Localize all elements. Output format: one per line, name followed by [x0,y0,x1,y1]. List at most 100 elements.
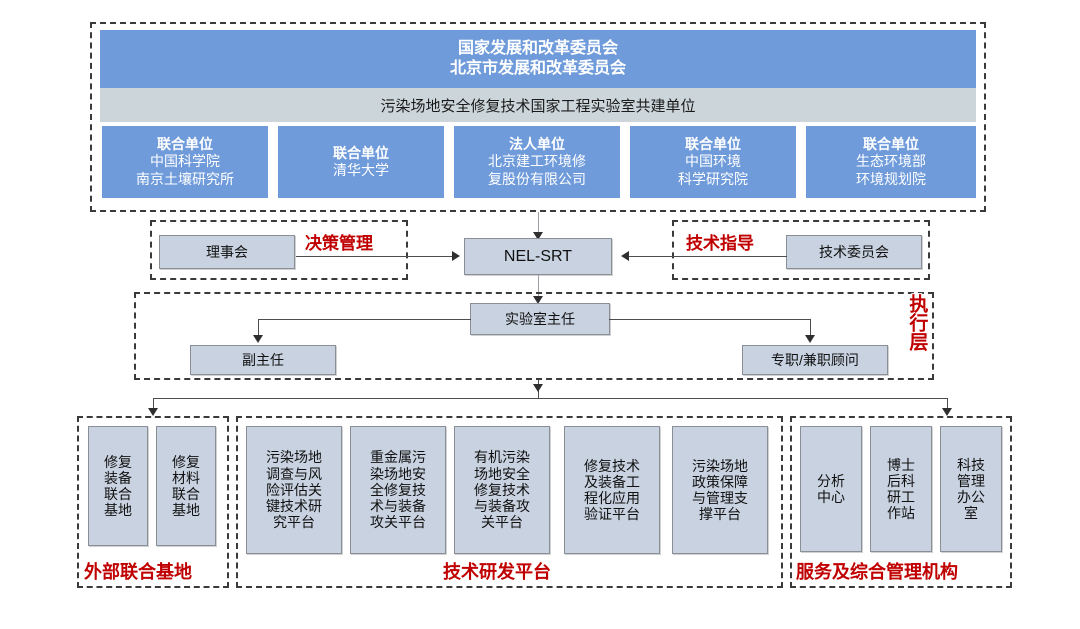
service-unit-item-3-line4: 室 [964,505,978,522]
external-base-item-2-line2: 材料 [172,469,200,486]
partner-unit-3-name-line2: 复股份有限公司 [488,170,586,187]
partner-unit-5[interactable]: 联合单位 生态环境部 环境规划院 [806,126,976,198]
bus-drop-right [947,398,948,410]
service-unit-item-1[interactable]: 分析 中心 [800,426,862,552]
lab-director-label: 实验室主任 [505,310,575,327]
connector-nelsrt-to-executive [538,275,539,298]
rd-platform-item-5-line4: 撑平台 [699,506,741,523]
service-unit-item-1-line2: 中心 [817,489,845,505]
distribution-bus [153,398,948,399]
external-base-item-1[interactable]: 修复 装备 联合 基地 [88,426,148,546]
connector-director-to-advisor-drop [810,319,811,337]
decision-management-group-border [150,220,408,280]
rd-platform-item-4-line2: 及装备工 [584,473,640,490]
external-base-item-1-line3: 联合 [104,486,132,502]
rd-platforms-group-label: 技术研发平台 [443,562,551,582]
rd-platform-item-2-line5: 攻关平台 [370,514,426,531]
rd-platform-item-2-line4: 术与装备 [370,498,426,515]
lab-consortium-band: 污染场地安全修复技术国家工程实验室共建单位 [100,88,976,122]
top-authority-banner: 国家发展和改革委员会 北京市发展和改革委员会 [100,30,976,88]
service-unit-item-3-line1: 科技 [957,456,985,473]
rd-platform-item-4[interactable]: 修复技术 及装备工 程化应用 验证平台 [564,426,660,554]
service-unit-item-2-line3: 研工 [887,489,915,505]
external-base-item-2-line4: 基地 [172,502,200,519]
connector-board-to-nelsrt [296,256,453,257]
lab-consortium-band-text: 污染场地安全修复技术国家工程实验室共建单位 [380,97,696,115]
external-bases-group-label: 外部联合基地 [84,562,192,582]
partner-unit-2-name-line1: 清华大学 [333,162,389,178]
rd-platform-item-4-line4: 验证平台 [584,506,640,523]
partner-unit-5-name-line1: 生态环境部 [856,153,926,170]
external-base-item-2-line1: 修复 [172,453,200,470]
partner-unit-3[interactable]: 法人单位 北京建工环境修 复股份有限公司 [454,126,620,198]
partner-unit-1-role: 联合单位 [157,136,213,153]
rd-platform-item-5-line2: 政策保障 [692,473,748,490]
service-unit-item-1-line1: 分析 [817,472,845,489]
partner-unit-1[interactable]: 联合单位 中国科学院 南京土壤研究所 [102,126,268,198]
connector-director-to-deputy-drop [258,319,259,337]
arrow-bus-to-rd-platforms [533,384,543,392]
external-base-item-2[interactable]: 修复 材料 联合 基地 [156,426,216,546]
rd-platform-item-2[interactable]: 重金属污 染场地安 全修复技 术与装备 攻关平台 [350,426,446,554]
rd-platform-item-4-line3: 程化应用 [584,490,640,506]
rd-platform-item-3-line5: 关平台 [481,514,523,531]
arrow-director-to-advisor [805,335,815,343]
executive-layer-label: 执行层 [906,294,928,351]
partner-unit-1-name-line2: 南京土壤研究所 [136,170,234,187]
advisor-node[interactable]: 专职/兼职顾问 [742,345,888,375]
rd-platform-item-4-line1: 修复技术 [584,457,640,474]
board-of-directors-node[interactable]: 理事会 [159,235,295,269]
rd-platform-item-2-line3: 全修复技 [370,481,426,498]
bus-drop-left [153,398,154,410]
connector-director-to-deputy [258,319,471,320]
rd-platform-item-1-line5: 究平台 [273,514,315,531]
partner-unit-2[interactable]: 联合单位 清华大学 [278,126,444,198]
rd-platform-item-2-line1: 重金属污 [370,449,426,466]
consortium-group-border [90,22,986,212]
nel-srt-label: NEL-SRT [503,247,573,265]
executive-layer-group-border [134,292,934,380]
deputy-director-node[interactable]: 副主任 [190,345,336,375]
partner-unit-3-role: 法人单位 [509,136,565,153]
lab-director-node[interactable]: 实验室主任 [470,303,610,335]
rd-platform-item-3-line2: 场地安全 [474,465,530,482]
technical-guidance-group-border [672,220,930,280]
service-unit-item-3-line3: 办公 [957,489,985,505]
nel-srt-node[interactable]: NEL-SRT [464,238,612,275]
service-unit-item-3[interactable]: 科技 管理 办公 室 [940,426,1002,552]
technical-committee-label: 技术委员会 [819,243,889,260]
service-units-group-label: 服务及综合管理机构 [796,562,958,582]
connector-techcommittee-to-nelsrt [629,256,787,257]
partner-unit-4[interactable]: 联合单位 中国环境 科学研究院 [630,126,796,198]
service-unit-item-3-line2: 管理 [957,472,985,489]
board-of-directors-label: 理事会 [206,243,248,260]
decision-management-label: 决策管理 [305,234,373,253]
connector-consortium-to-nelsrt [538,212,539,234]
service-unit-item-2[interactable]: 博士 后科 研工 作站 [870,426,932,552]
partner-unit-2-role: 联合单位 [333,144,389,161]
rd-platforms-group-border [236,416,783,588]
service-unit-item-2-line1: 博士 [887,456,915,473]
external-bases-group-border [77,416,229,588]
external-base-item-1-line1: 修复 [104,453,132,470]
rd-platform-item-2-line2: 染场地安 [370,465,426,482]
rd-platform-item-3-line3: 修复技术 [474,481,530,498]
partner-unit-4-name-line2: 科学研究院 [678,170,748,187]
rd-platform-item-1-line3: 险评估关 [266,481,322,498]
rd-platform-item-5[interactable]: 污染场地 政策保障 与管理支 撑平台 [672,426,768,554]
rd-platform-item-1-line4: 键技术研 [266,498,322,515]
connector-director-to-advisor [609,319,811,320]
arrow-consortium-to-nelsrt [533,232,543,240]
rd-platform-item-5-line3: 与管理支 [692,490,748,506]
rd-platform-item-3[interactable]: 有机污染 场地安全 修复技术 与装备攻 关平台 [454,426,550,554]
partner-unit-4-name-line1: 中国环境 [685,153,741,170]
partner-unit-3-name-line1: 北京建工环境修 [488,153,586,170]
rd-platform-item-1[interactable]: 污染场地 调查与风 险评估关 键技术研 究平台 [246,426,342,554]
service-units-group-border [790,416,1012,588]
external-base-item-1-line2: 装备 [104,469,132,486]
rd-platform-item-3-line1: 有机污染 [474,449,530,466]
technical-committee-node[interactable]: 技术委员会 [786,235,922,269]
arrow-nelsrt-to-executive [533,296,543,304]
technical-guidance-label: 技术指导 [686,234,754,253]
external-base-item-1-line4: 基地 [104,502,132,519]
